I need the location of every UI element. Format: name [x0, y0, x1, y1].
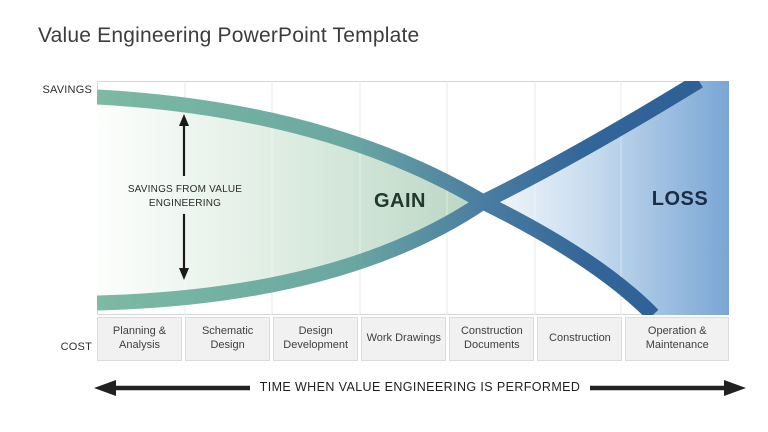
time-axis-label: TIME WHEN VALUE ENGINEERING IS PERFORMED [259, 380, 581, 394]
savings-annotation: SAVINGS FROM VALUE ENGINEERING [127, 184, 243, 209]
phase-cell-construction-documents: Construction Documents [449, 317, 535, 361]
left-right-arrow-icon [94, 380, 746, 396]
phase-cell-planning-analysis: Planning & Analysis [97, 317, 183, 361]
phase-label: Schematic Design [201, 325, 254, 351]
loss-area [483, 81, 729, 315]
phase-label: Operation & Maintenance [645, 325, 709, 351]
phase-label: Design Development [283, 325, 349, 351]
phase-cell-operation-maintenance: Operation & Maintenance [625, 317, 730, 361]
value-engineering-curves-plot [97, 81, 729, 315]
phase-cell-schematic-design: Schematic Design [185, 317, 271, 361]
phase-cell-work-drawings: Work Drawings [361, 317, 447, 361]
loss-label: LOSS [651, 188, 709, 210]
phase-label: Construction [549, 332, 611, 345]
savings-curve [97, 89, 659, 315]
phase-axis: Planning & Analysis Schematic Design Des… [97, 317, 730, 361]
y-axis-savings-label: SAVINGS [42, 84, 92, 96]
cost-curve [97, 81, 703, 311]
gain-label: GAIN [374, 190, 426, 212]
phase-label: Planning & Analysis [112, 325, 167, 351]
phase-cell-construction: Construction [537, 317, 623, 361]
phase-label: Construction Documents [460, 325, 523, 351]
up-down-arrow-icon [179, 114, 189, 280]
phase-label: Work Drawings [366, 332, 441, 345]
slide-title: Value Engineering PowerPoint Template [38, 24, 420, 47]
y-axis-cost-label: COST [60, 341, 92, 353]
phase-cell-design-development: Design Development [273, 317, 359, 361]
